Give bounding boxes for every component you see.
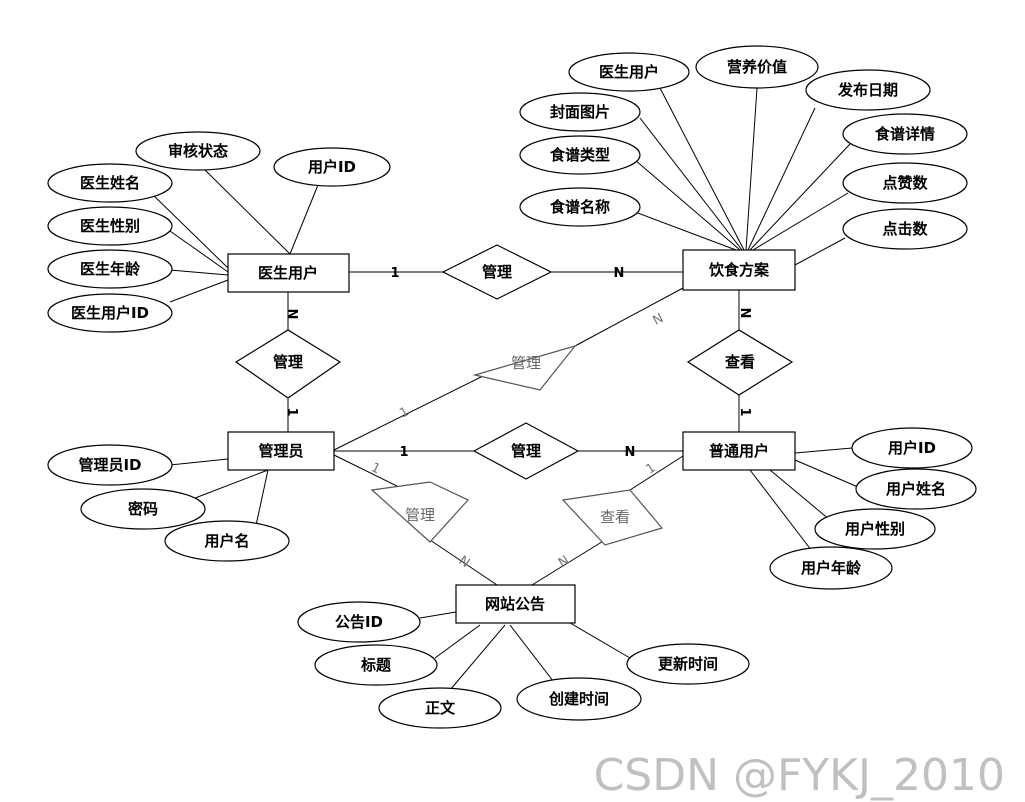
cardinality-labels: 1 N N 1 N 1 N 1 1 N 1 N 1 N: [284, 266, 752, 571]
svg-text:用户年龄: 用户年龄: [801, 559, 862, 577]
relationship-admin-manage-user: 管理: [472, 422, 580, 480]
attr-notice-body: 正文: [378, 687, 502, 729]
attr-user-name: 用户姓名: [855, 468, 977, 510]
svg-text:医生用户ID: 医生用户ID: [71, 304, 149, 322]
entity-diet-plan: 饮食方案: [682, 249, 796, 291]
attr-user-gender: 用户性别: [814, 508, 936, 550]
card-admin-1: 1: [284, 407, 299, 416]
attr-diet-recipe-details: 食谱详情: [842, 113, 968, 155]
svg-text:密码: 密码: [128, 500, 158, 518]
svg-text:食谱名称: 食谱名称: [550, 198, 610, 216]
svg-text:管理员: 管理员: [258, 442, 303, 460]
card-admin-user-1: 1: [399, 445, 408, 460]
svg-text:点赞数: 点赞数: [882, 174, 928, 192]
svg-text:食谱详情: 食谱详情: [875, 125, 935, 143]
svg-text:公告ID: 公告ID: [335, 613, 383, 631]
attr-user-age: 用户年龄: [769, 546, 893, 590]
entity-admin: 管理员: [227, 431, 335, 471]
card-diet-view-n: N: [737, 308, 752, 319]
svg-text:管理: 管理: [405, 506, 435, 524]
svg-text:发布日期: 发布日期: [837, 81, 898, 99]
svg-text:用户名: 用户名: [204, 532, 249, 550]
attr-diet-recipe-type: 食谱类型: [519, 135, 641, 175]
card-user-1: 1: [737, 407, 752, 416]
svg-text:点击数: 点击数: [882, 220, 928, 238]
card-user-n: N: [625, 445, 636, 460]
entity-user: 普通用户: [682, 431, 796, 471]
card-admin-notice-1: 1: [369, 460, 383, 477]
svg-text:管理: 管理: [482, 263, 512, 281]
attr-diet-clicks: 点击数: [842, 208, 968, 250]
card-doctor-n: N: [284, 309, 299, 320]
attr-doctor-age: 医生年龄: [47, 249, 173, 289]
svg-text:查看: 查看: [600, 508, 630, 526]
attr-notice-created: 创建时间: [516, 677, 642, 721]
attr-diet-nutrition: 营养价值: [695, 45, 819, 89]
card-diet-n: N: [614, 266, 625, 281]
svg-text:网站公告: 网站公告: [485, 595, 545, 613]
attr-notice-title: 标题: [314, 644, 438, 686]
svg-text:用户姓名: 用户姓名: [886, 480, 946, 498]
entity-doctor: 医生用户: [227, 253, 350, 293]
attr-admin-password: 密码: [80, 488, 206, 530]
svg-text:医生性别: 医生性别: [80, 217, 140, 235]
attr-notice-updated: 更新时间: [626, 643, 750, 685]
attr-doctor-id: 医生用户ID: [47, 293, 173, 333]
card-diet-admin-n: N: [651, 311, 667, 329]
card-doctor-1: 1: [390, 266, 399, 281]
watermark-text: CSDN @FYKJ_2010: [594, 750, 1005, 801]
card-notice-admin-n: N: [456, 553, 473, 571]
attr-notice-id: 公告ID: [297, 601, 421, 643]
entity-notice: 网站公告: [455, 584, 576, 624]
svg-text:查看: 查看: [725, 353, 755, 371]
attr-diet-likes: 点赞数: [842, 162, 968, 204]
svg-text:管理: 管理: [511, 442, 541, 460]
svg-text:创建时间: 创建时间: [548, 690, 609, 708]
svg-text:医生年龄: 医生年龄: [80, 260, 141, 278]
svg-text:营养价值: 营养价值: [727, 58, 787, 76]
svg-text:用户ID: 用户ID: [888, 439, 936, 457]
svg-text:医生用户: 医生用户: [599, 63, 659, 81]
attr-diet-doctor: 医生用户: [568, 52, 690, 92]
relationship-doctor-manage-diet: 管理: [441, 244, 553, 300]
card-user-notice-1: 1: [644, 461, 659, 478]
svg-text:普通用户: 普通用户: [709, 442, 769, 460]
attr-admin-id: 管理员ID: [47, 444, 173, 486]
svg-text:管理: 管理: [273, 353, 303, 371]
relationship-user-view-diet: 查看: [686, 329, 794, 396]
connector-lines: [149, 87, 859, 691]
svg-text:正文: 正文: [425, 699, 456, 717]
svg-text:管理员ID: 管理员ID: [78, 456, 141, 474]
svg-text:用户性别: 用户性别: [845, 520, 905, 538]
svg-text:审核状态: 审核状态: [168, 142, 228, 160]
attr-doctor-name: 医生姓名: [47, 163, 173, 203]
svg-text:管理: 管理: [511, 354, 541, 372]
svg-text:封面图片: 封面图片: [550, 103, 610, 121]
relationship-admin-manage-diet: 管理: [472, 344, 577, 391]
attr-admin-username: 用户名: [164, 520, 290, 562]
relationship-user-view-notice: 查看: [561, 489, 664, 546]
svg-text:更新时间: 更新时间: [658, 655, 718, 673]
svg-text:医生用户: 医生用户: [258, 264, 318, 282]
svg-text:饮食方案: 饮食方案: [708, 261, 770, 279]
svg-text:用户ID: 用户ID: [308, 158, 356, 176]
attr-user-id: 用户ID: [851, 427, 973, 469]
attr-diet-publish-date: 发布日期: [805, 69, 931, 111]
attr-diet-cover-image: 封面图片: [519, 92, 641, 132]
svg-text:标题: 标题: [360, 656, 392, 674]
attr-doctor-review-status: 审核状态: [135, 131, 261, 171]
svg-text:食谱类型: 食谱类型: [550, 146, 610, 164]
attr-doctor-user-id: 用户ID: [273, 147, 391, 187]
attr-diet-recipe-name: 食谱名称: [519, 187, 641, 227]
relationship-admin-manage-notice: 管理: [370, 481, 469, 543]
relationship-admin-manage-doctor: 管理: [234, 329, 342, 399]
svg-text:医生姓名: 医生姓名: [80, 174, 140, 192]
attr-doctor-gender: 医生性别: [47, 206, 173, 246]
